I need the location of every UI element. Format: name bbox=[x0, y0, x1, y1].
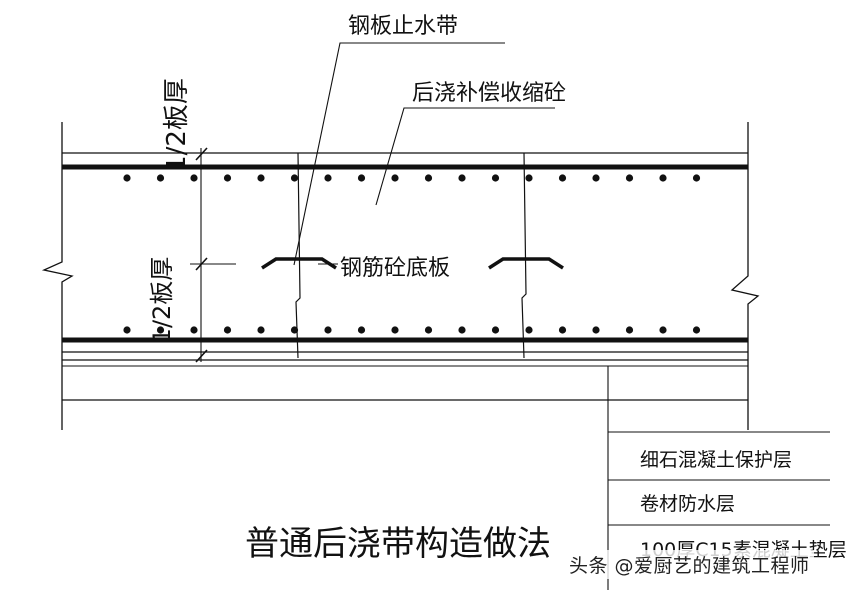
drawing-title: 普通后浇带构造做法 bbox=[245, 524, 551, 564]
rebar-dot bbox=[424, 326, 433, 334]
rebar-dot bbox=[692, 174, 701, 182]
rc-floor-slab-label: 钢筋砼底板 bbox=[340, 256, 450, 281]
rebar-dot bbox=[391, 174, 399, 182]
rebar-dot bbox=[491, 174, 500, 182]
rebar-dot bbox=[123, 174, 131, 182]
rebar-dot bbox=[190, 326, 198, 334]
rebar-dot bbox=[324, 174, 332, 182]
rebar-dot bbox=[391, 326, 399, 334]
rebar-dot bbox=[525, 174, 533, 182]
bottom-rebar-dots bbox=[123, 326, 701, 334]
right-joint-line bbox=[521, 152, 527, 359]
rebar-dot bbox=[190, 174, 198, 182]
rebar-dot bbox=[156, 174, 165, 182]
rebar-dot bbox=[424, 174, 433, 182]
rebar-dot bbox=[491, 326, 500, 334]
half-thickness-top-label: 1/2板厚 bbox=[162, 78, 192, 172]
rebar-dot bbox=[659, 174, 667, 182]
left-joint-line bbox=[295, 152, 301, 359]
rebar-dot bbox=[223, 174, 232, 182]
left-break-line bbox=[41, 122, 74, 430]
rebar-dot bbox=[156, 326, 165, 334]
rebar-dot bbox=[625, 174, 634, 182]
legend-row-protective: 细石混凝土保护层 bbox=[640, 449, 792, 471]
rebar-dot bbox=[592, 174, 600, 182]
rebar-dot bbox=[357, 174, 366, 182]
top-rebar-dots bbox=[123, 174, 701, 182]
rebar-dot bbox=[525, 326, 533, 334]
rebar-dot bbox=[458, 326, 466, 334]
steel-waterstop-label: 钢板止水带 bbox=[348, 14, 458, 39]
rebar-dot bbox=[290, 174, 299, 182]
rebar-dot bbox=[357, 326, 366, 334]
rebar-dot bbox=[123, 326, 131, 334]
rebar-dot bbox=[324, 326, 332, 334]
rebar-dot bbox=[659, 326, 667, 334]
rebar-dot bbox=[692, 326, 701, 334]
rebar-dot bbox=[223, 326, 232, 334]
legend-row-membrane: 卷材防水层 bbox=[640, 493, 735, 515]
rebar-dot bbox=[592, 326, 600, 334]
concrete-leader bbox=[375, 107, 555, 206]
rebar-dot bbox=[290, 326, 299, 334]
dim-tick-bottom bbox=[195, 349, 208, 363]
waterstop-leader bbox=[293, 42, 505, 266]
dim-tick-top bbox=[195, 147, 208, 161]
right-waterstop bbox=[488, 257, 564, 270]
half-thickness-bottom-label: 1/2板厚 bbox=[148, 257, 176, 344]
rebar-dot bbox=[458, 174, 466, 182]
post-pour-concrete-label: 后浇补偿收缩砼 bbox=[412, 81, 566, 106]
rebar-dot bbox=[558, 174, 567, 182]
rebar-dot bbox=[558, 326, 567, 334]
watermark: 头条 @爱厨艺的建筑工程师 bbox=[565, 550, 814, 579]
rebar-dot bbox=[625, 326, 634, 334]
rebar-dot bbox=[257, 326, 265, 334]
rebar-dot bbox=[257, 174, 265, 182]
right-break-line bbox=[730, 122, 760, 430]
